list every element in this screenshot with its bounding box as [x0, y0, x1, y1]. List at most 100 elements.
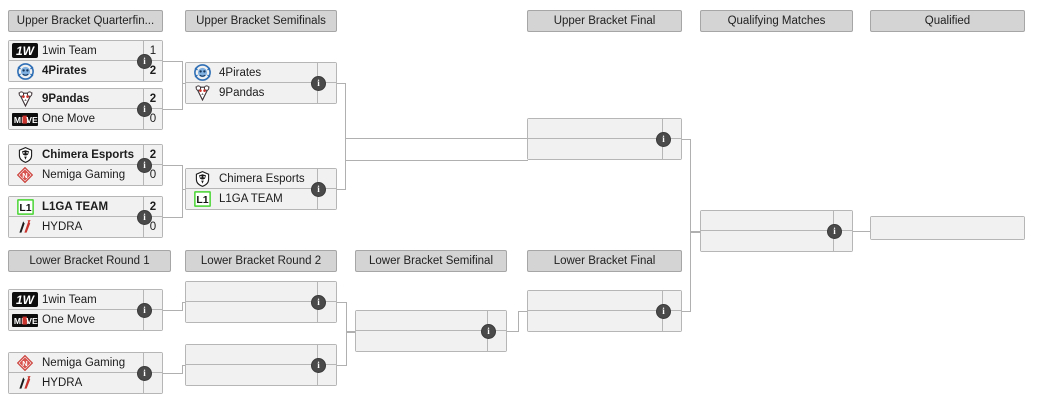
svg-text:N: N [22, 359, 27, 368]
bracket-connector [337, 189, 346, 190]
chimera-logo-icon [189, 170, 215, 187]
match-info-icon[interactable]: i [137, 54, 152, 69]
bracket-connector [690, 232, 691, 312]
bracket-connector [346, 332, 356, 333]
hydra-logo-icon [12, 219, 38, 236]
match-info-icon[interactable]: i [311, 358, 326, 373]
bracket-connector [182, 189, 186, 190]
bracket-connector [163, 61, 183, 62]
bracket-connector [182, 165, 183, 218]
match-info-icon[interactable]: i [311, 295, 326, 310]
bracket-connector [346, 332, 347, 366]
round-header: Lower Bracket Round 2 [185, 250, 337, 272]
team-name: 4Pirates [42, 65, 87, 77]
bracket-connector [163, 217, 183, 218]
bracket-connector [345, 83, 346, 139]
bracket-connector [346, 302, 347, 332]
bracket-connector [690, 231, 701, 232]
bracket-connector [182, 365, 186, 366]
match-row[interactable] [528, 291, 681, 311]
svg-text:VE: VE [26, 316, 38, 326]
bracket-connector [163, 109, 183, 110]
svg-text:M: M [14, 316, 21, 326]
match-box[interactable] [185, 344, 337, 386]
bracket-connector [690, 232, 701, 233]
bracket-connector [682, 139, 691, 140]
match-row[interactable] [186, 345, 336, 365]
match-info-icon[interactable]: i [137, 158, 152, 173]
bracket-connector [682, 311, 691, 312]
svg-text:L1: L1 [196, 194, 208, 206]
bracket-connector [507, 331, 519, 332]
match-box[interactable] [700, 210, 853, 252]
round-header: Lower Bracket Round 1 [8, 250, 171, 272]
match-info-icon[interactable]: i [656, 304, 671, 319]
round-header: Upper Bracket Semifinals [185, 10, 337, 32]
chimera-logo-icon [12, 146, 38, 163]
qualified-row [871, 217, 1024, 239]
bracket-connector [163, 310, 183, 311]
team-name: 9Pandas [42, 92, 90, 105]
bracket-connector [345, 139, 346, 190]
onemove-logo-icon: MMVE [12, 111, 38, 128]
match-info-icon[interactable]: i [137, 303, 152, 318]
round-header: Qualified [870, 10, 1025, 32]
svg-text:1W: 1W [16, 44, 36, 58]
bracket-connector [346, 331, 356, 332]
bracket-connector [182, 302, 186, 303]
bracket-connector [163, 165, 183, 166]
match-row[interactable]: Chimera Esports [186, 169, 336, 189]
bracket-connector [345, 138, 528, 139]
team-name: HYDRA [42, 377, 83, 389]
match-info-icon[interactable]: i [311, 76, 326, 91]
match-row[interactable] [701, 211, 852, 231]
onemove-logo-icon: MMVE [12, 312, 38, 329]
bracket-connector [182, 302, 183, 311]
match-info-icon[interactable]: i [656, 132, 671, 147]
team-name: 9Pandas [219, 87, 265, 99]
match-info-icon[interactable]: i [137, 102, 152, 117]
hydra-logo-icon [12, 375, 38, 392]
9pandas-logo-icon [12, 90, 38, 107]
round-header: Upper Bracket Final [527, 10, 682, 32]
4pirates-logo-icon [189, 64, 215, 81]
qualified-slot[interactable] [870, 216, 1025, 240]
bracket-connector [690, 139, 691, 232]
match-info-icon[interactable]: i [137, 366, 152, 381]
team-name: One Move [42, 314, 96, 326]
bracket-connector [182, 365, 183, 374]
team-name: Chimera Esports [42, 148, 135, 161]
match-row[interactable]: N Nemiga Gaming [9, 353, 162, 373]
bracket-connector [163, 373, 183, 374]
bracket-connector [345, 160, 528, 161]
team-name: Chimera Esports [219, 172, 305, 185]
team-name: Nemiga Gaming [42, 356, 126, 369]
svg-text:N: N [22, 171, 27, 180]
round-header: Upper Bracket Quarterfin... [8, 10, 163, 32]
team-name: Nemiga Gaming [42, 169, 126, 181]
svg-text:L1: L1 [19, 202, 31, 214]
team-name: HYDRA [42, 221, 83, 233]
match-info-icon[interactable]: i [137, 210, 152, 225]
team-name: 4Pirates [219, 66, 262, 79]
match-info-icon[interactable]: i [481, 324, 496, 339]
bracket-connector [337, 365, 347, 366]
bracket-connector [182, 83, 186, 84]
round-header: Lower Bracket Semifinal [355, 250, 507, 272]
match-box[interactable] [355, 310, 507, 352]
bracket-connector [337, 302, 347, 303]
team-name: L1GA TEAM [219, 193, 283, 205]
match-row[interactable] [528, 139, 681, 159]
team-name: L1GA TEAM [42, 200, 109, 213]
match-info-icon[interactable]: i [827, 224, 842, 239]
match-info-icon[interactable]: i [311, 182, 326, 197]
